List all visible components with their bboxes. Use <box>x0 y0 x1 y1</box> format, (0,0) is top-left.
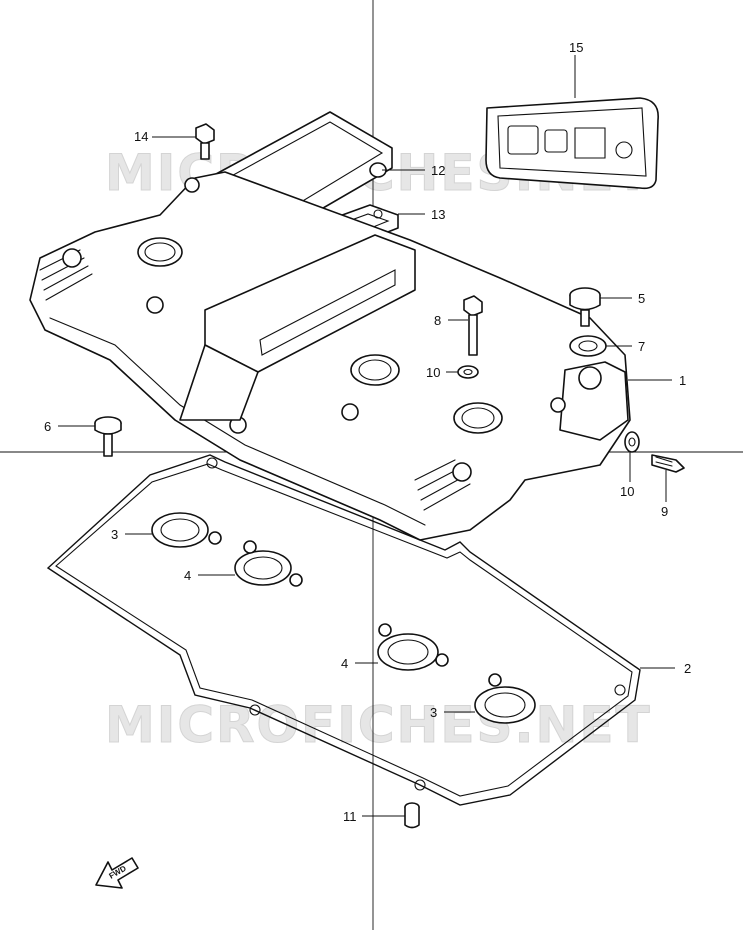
callout-5: 5 <box>638 291 645 306</box>
callout-7: 7 <box>638 339 645 354</box>
callout-11: 11 <box>343 809 357 824</box>
part-4-plug-gasket-lower <box>377 623 449 671</box>
callout-3-lower: 3 <box>430 705 437 720</box>
part-10-washer-lower <box>624 431 640 453</box>
callout-4-lower: 4 <box>341 656 348 671</box>
callout-4-upper: 4 <box>184 568 191 583</box>
part-7-washer <box>569 335 607 357</box>
callout-1: 1 <box>679 373 686 388</box>
part-14-bolt <box>195 123 215 160</box>
callout-10-lower: 10 <box>620 484 634 499</box>
callout-13: 13 <box>431 207 445 222</box>
callout-3-upper: 3 <box>111 527 118 542</box>
part-6-bolt <box>94 416 122 457</box>
part-15-label-plate <box>485 97 659 190</box>
part-4-plug-gasket-upper <box>234 540 303 587</box>
part-9-bolt <box>651 454 685 473</box>
part-8-bolt <box>463 295 483 356</box>
part-1-cylinder-head-cover <box>29 171 631 541</box>
part-3-plug-gasket-upper <box>151 512 222 548</box>
part-3-plug-gasket-lower <box>474 673 536 724</box>
part-10-washer-upper <box>457 365 479 379</box>
callout-2: 2 <box>684 661 691 676</box>
leader-lines <box>58 55 675 817</box>
part-2-cover-gasket <box>46 454 641 806</box>
callout-15: 15 <box>569 40 583 55</box>
callout-10-upper: 10 <box>426 365 440 380</box>
part-11-dowel-pin <box>404 802 420 829</box>
callout-14: 14 <box>134 129 148 144</box>
forward-direction-arrow: FWD <box>95 857 139 889</box>
callout-labels: 15 14 12 13 5 8 7 10 1 6 10 9 3 4 4 2 3 … <box>44 40 691 824</box>
watermark-bottom: MICROFICHES.NET <box>105 696 652 754</box>
callout-9: 9 <box>661 504 668 519</box>
callout-6: 6 <box>44 419 51 434</box>
callout-8: 8 <box>434 313 441 328</box>
part-5-cap-bolt <box>569 287 601 327</box>
callout-12: 12 <box>431 163 445 178</box>
